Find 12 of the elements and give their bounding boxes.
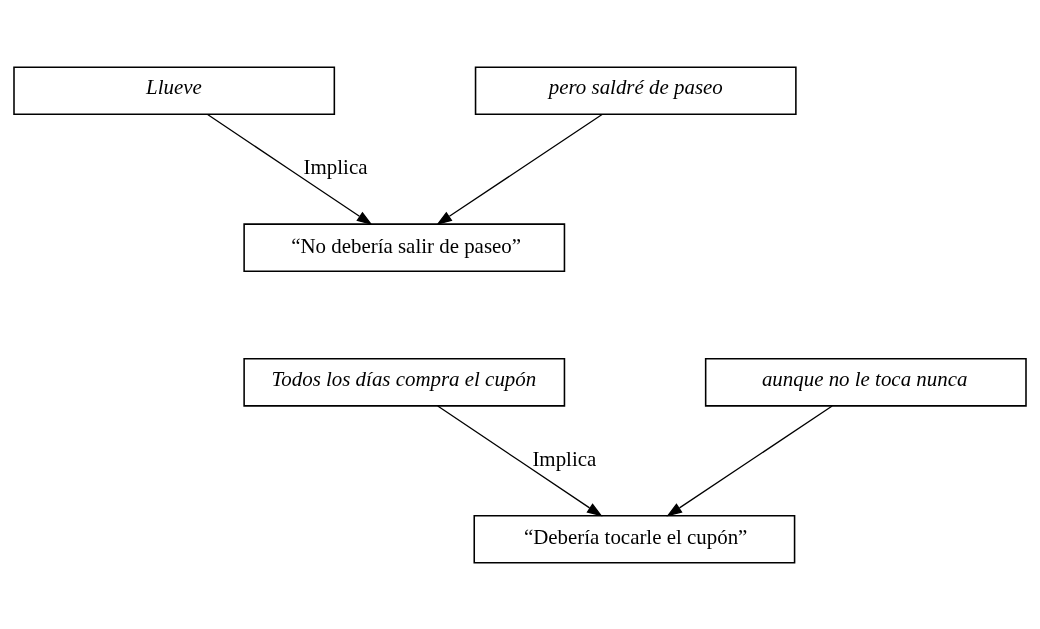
arrow (436, 113, 603, 225)
node-box: aunque no le toca nunca (704, 357, 1027, 407)
edge-label: Implica (532, 446, 597, 471)
node-box: Todos los días compra el cupón (243, 357, 566, 407)
node-box: pero saldré de paseo (474, 65, 797, 115)
edge-label: Implica (303, 154, 368, 179)
arrow (206, 113, 373, 225)
node-box: Llueve (13, 65, 336, 115)
arrow (437, 404, 603, 517)
arrow (666, 404, 833, 517)
node-box: “Debería tocarle el cupón” (473, 514, 796, 564)
node-box: “No debería salir de paseo” (243, 222, 566, 272)
